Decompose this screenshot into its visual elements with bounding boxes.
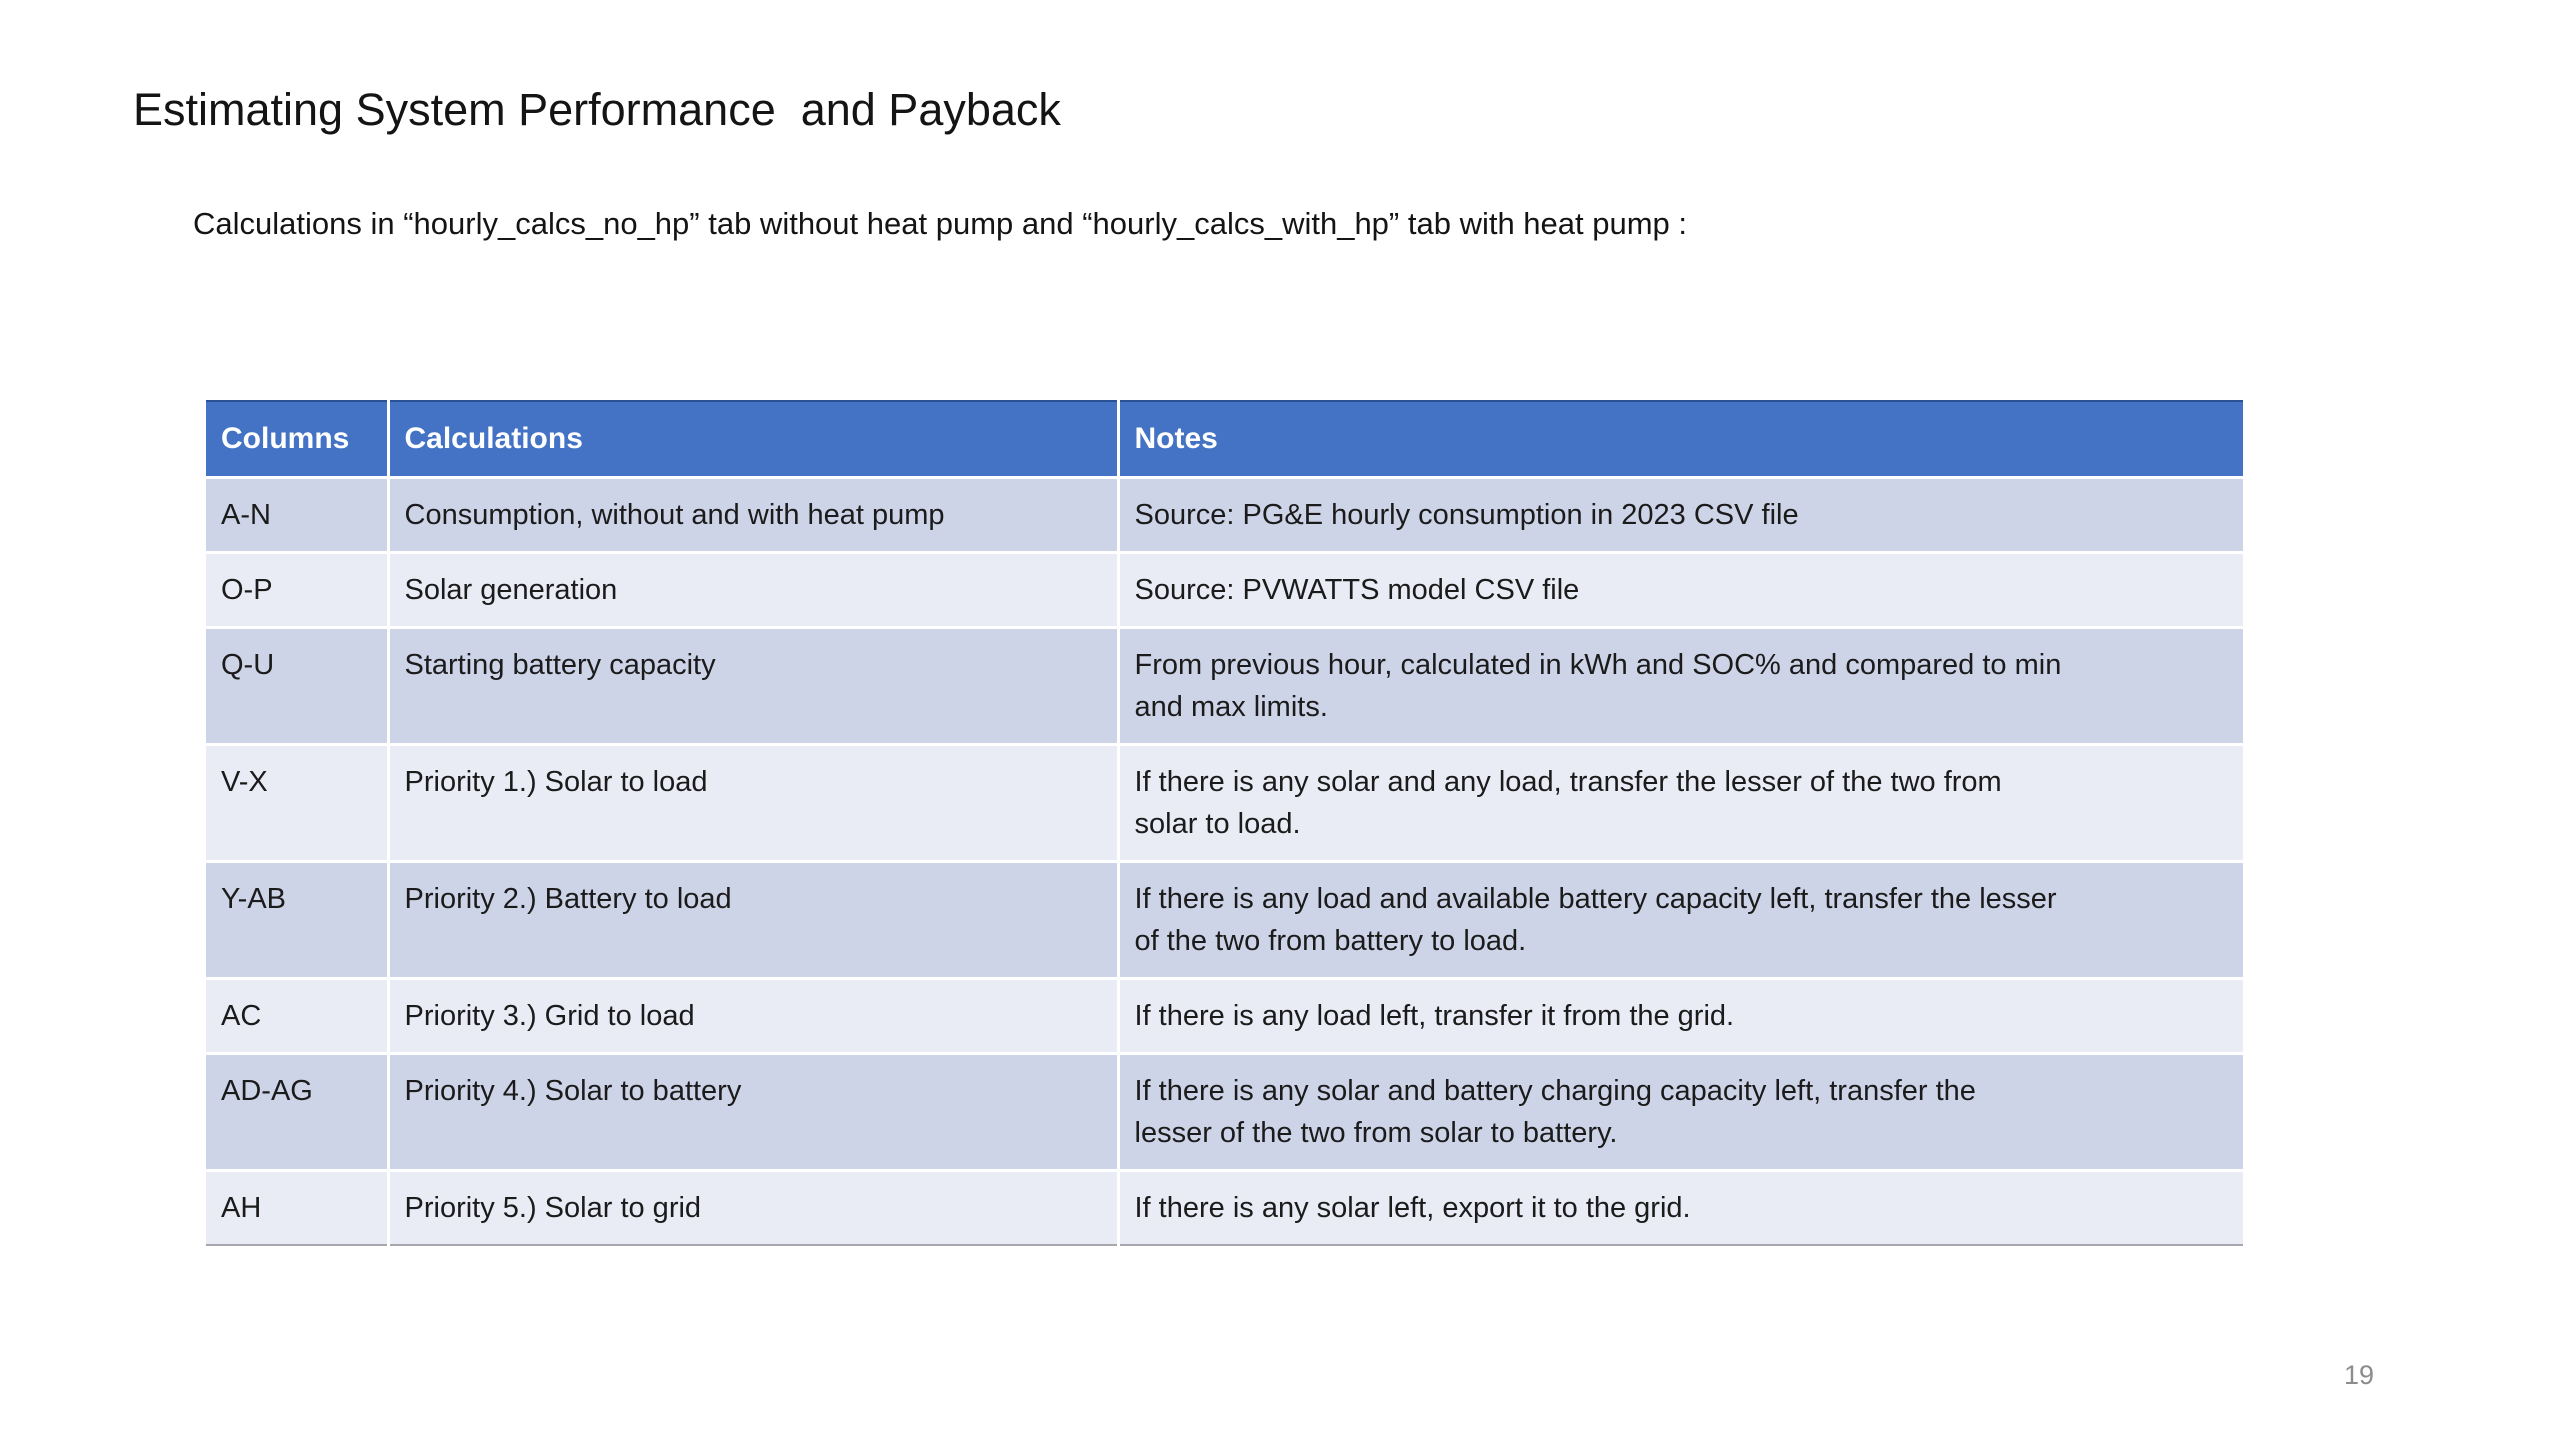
column-header-calculations: Calculations [386,400,1118,478]
table-row: AH Priority 5.) Solar to grid If there i… [206,1170,2243,1245]
cell-columns: O-P [206,552,388,628]
cell-calculation: Priority 3.) Grid to load [386,978,1118,1054]
table-row: O-P Solar generation Source: PVWATTS mod… [206,552,2243,628]
cell-calculation: Solar generation [386,552,1118,628]
table-row: A-N Consumption, without and with heat p… [206,477,2243,553]
cell-calculation: Consumption, without and with heat pump [386,477,1118,553]
cell-columns: V-X [206,744,388,862]
table-header-row: Columns Calculations Notes [206,400,2243,478]
table-row: AC Priority 3.) Grid to load If there is… [206,978,2243,1054]
cell-calculation: Priority 2.) Battery to load [386,861,1118,979]
column-header-columns: Columns [206,400,388,478]
cell-notes: If there is any solar and battery chargi… [1116,1053,2243,1171]
cell-calculation: Starting battery capacity [386,627,1118,745]
table-row: Q-U Starting battery capacity From previ… [206,627,2243,745]
cell-columns: Q-U [206,627,388,745]
cell-calculation: Priority 1.) Solar to load [386,744,1118,862]
slide-subtitle: Calculations in “hourly_calcs_no_hp” tab… [193,206,1688,241]
cell-columns: AD-AG [206,1053,388,1171]
cell-columns: A-N [206,477,388,553]
cell-calculation: Priority 4.) Solar to battery [386,1053,1118,1171]
column-header-notes: Notes [1116,400,2243,478]
page-title: Estimating System Performance and Paybac… [133,84,1061,135]
cell-notes: If there is any load left, transfer it f… [1116,978,2243,1054]
cell-notes: If there is any solar and any load, tran… [1116,744,2243,862]
cell-notes: From previous hour, calculated in kWh an… [1116,627,2243,745]
calculations-table: Columns Calculations Notes A-N Consumpti… [206,400,2243,1246]
cell-columns: AC [206,978,388,1054]
cell-notes: If there is any solar left, export it to… [1116,1170,2243,1245]
cell-notes: Source: PVWATTS model CSV file [1116,552,2243,628]
cell-calculation: Priority 5.) Solar to grid [386,1170,1118,1245]
table-row: AD-AG Priority 4.) Solar to battery If t… [206,1053,2243,1171]
cell-columns: Y-AB [206,861,388,979]
table-row: Y-AB Priority 2.) Battery to load If the… [206,861,2243,979]
page-number: 19 [2344,1360,2375,1390]
cell-notes: If there is any load and available batte… [1116,861,2243,979]
cell-notes: Source: PG&E hourly consumption in 2023 … [1116,477,2243,553]
table-row: V-X Priority 1.) Solar to load If there … [206,744,2243,862]
cell-columns: AH [206,1170,388,1245]
